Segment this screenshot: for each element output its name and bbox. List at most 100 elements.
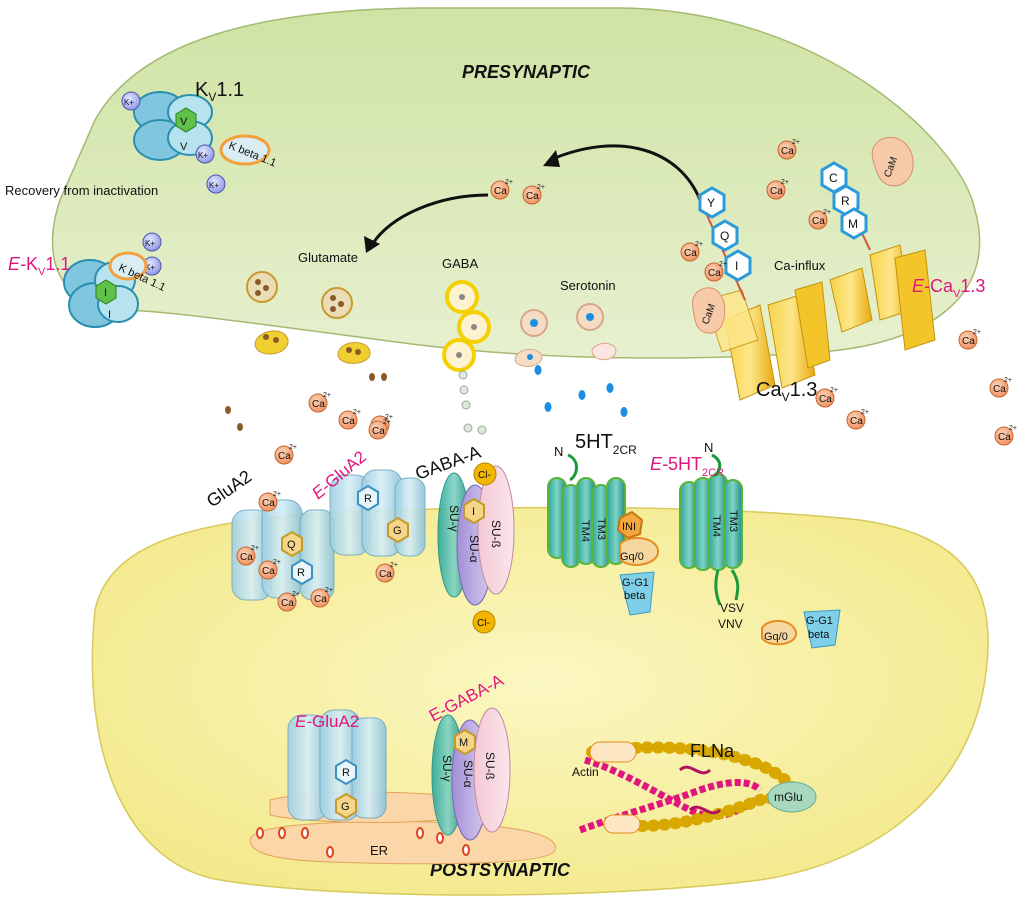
calmodulin-2: CaM: [692, 287, 726, 334]
cav13-channel: [704, 281, 831, 401]
svg-text:G-G1: G-G1: [806, 615, 833, 627]
svg-text:Ca: Ca: [526, 191, 539, 202]
e-ht2cr-tm3: TM3: [727, 510, 739, 532]
vsv-label: VSV: [720, 601, 744, 615]
svg-text:2+: 2+: [861, 409, 869, 416]
svg-text:G-G1: G-G1: [622, 577, 649, 589]
svg-text:R: R: [364, 493, 372, 505]
svg-text:Ca: Ca: [770, 186, 783, 197]
calcium-ion-20: Ca2+: [258, 559, 281, 580]
iq-hexagon-q: Q: [711, 219, 739, 252]
svg-text:Ca: Ca: [993, 384, 1006, 395]
e-glua2-post-site-g: G: [335, 792, 357, 820]
svg-text:2+: 2+: [695, 241, 703, 248]
calcium-ion-19: Ca2+: [236, 545, 259, 566]
chloride-ion-1: Cl-: [473, 462, 497, 486]
gaba-su-beta: SU-ß: [489, 520, 503, 548]
svg-text:Ca: Ca: [281, 598, 294, 609]
iq-hexagon-i: I: [724, 249, 752, 282]
e-kv11-residue-1: I: [104, 287, 107, 299]
kv11-residue-2: V: [180, 141, 188, 153]
cav13-label: CaV1.3: [756, 379, 817, 404]
k-ion-3: K+: [206, 174, 226, 194]
svg-text:Ca: Ca: [494, 186, 507, 197]
e-gaba-a-post-receptor: M SU-γ SU-α SU-ß: [431, 707, 511, 841]
e-gaba-su-alpha: SU-α: [461, 760, 475, 788]
er-label: ER: [370, 843, 388, 858]
ini-site: INI: [616, 510, 644, 540]
svg-text:2+: 2+: [323, 392, 331, 399]
svg-text:beta: beta: [808, 629, 830, 641]
e-kv11-label: E-KV1.1: [8, 254, 70, 278]
e-glua2-site-g: G: [387, 516, 409, 544]
glutamate-molecule-1: [369, 373, 375, 381]
e-glua2-post-site-r: R: [335, 758, 357, 786]
serotonin-molecule-5: [620, 407, 628, 417]
calcium-ion-2: Ca2+: [522, 184, 545, 205]
gaba-su-gamma: SU-γ: [447, 505, 461, 532]
svg-text:Ca: Ca: [819, 394, 832, 405]
svg-text:Ca: Ca: [262, 498, 275, 509]
calcium-ion-10: Ca2+: [994, 425, 1017, 446]
k-ion-2: K+: [195, 144, 215, 164]
svg-text:2+: 2+: [830, 387, 838, 394]
serotonin-label: Serotonin: [560, 278, 616, 293]
svg-text:K+: K+: [145, 239, 155, 248]
gaba-su-alpha: SU-α: [467, 535, 481, 563]
recovery-label: Recovery from inactivation: [5, 183, 158, 198]
svg-text:Gq/0: Gq/0: [620, 551, 644, 563]
e-glua2-receptor: R G: [329, 469, 426, 557]
gaba-molecule-1: [458, 370, 468, 380]
calcium-ion-18: Ca2+: [258, 491, 281, 512]
ht2cr-tm4: TM4: [579, 520, 591, 542]
presynaptic-label: PRESYNAPTIC: [462, 62, 591, 82]
calcium-ion-3: Ca2+: [777, 139, 800, 160]
serotonin-molecule-3: [578, 390, 586, 400]
e-cav13-label: E-CaV1.3: [912, 276, 985, 300]
actin-filaments: [578, 756, 763, 834]
svg-text:Q: Q: [287, 539, 296, 551]
gaba-molecule-5: [477, 425, 487, 435]
svg-text:Ca: Ca: [962, 336, 975, 347]
serotonin-molecule-2: [544, 402, 552, 412]
crm-hexagon-r: R: [832, 184, 860, 217]
svg-text:M: M: [848, 217, 858, 231]
svg-text:Cl-: Cl-: [478, 470, 491, 481]
e-cav13-channel: [829, 244, 936, 351]
kv11-residue-1: V: [180, 116, 188, 128]
calcium-ion-4: Ca2+: [766, 179, 789, 200]
calcium-ion-1: Ca2+: [490, 179, 513, 200]
svg-text:Ca: Ca: [812, 216, 825, 227]
gaba-molecule-2: [459, 385, 469, 395]
e-glua2-site-r: R: [357, 484, 379, 512]
serotonin-vesicle-2: [576, 303, 604, 331]
er-calcium-stores: [256, 827, 470, 858]
gq-protein-cleft: Gq/0: [619, 537, 659, 566]
svg-text:K+: K+: [198, 151, 208, 160]
calcium-ion-7: Ca2+: [704, 261, 727, 282]
serotonin-vesicle-1: [520, 309, 548, 337]
glua2-site-q: Q: [281, 530, 303, 558]
glutamate-label: Glutamate: [298, 250, 358, 265]
svg-text:2+: 2+: [289, 444, 297, 451]
svg-text:2+: 2+: [273, 491, 281, 498]
calcium-ion-5: Ca2+: [808, 209, 831, 230]
svg-text:R: R: [342, 767, 350, 779]
svg-text:Ca: Ca: [312, 399, 325, 410]
vnv-label: VNV: [718, 617, 743, 631]
e-gaba-a-site-m: M: [454, 728, 476, 756]
svg-text:K+: K+: [145, 263, 155, 272]
gaba-vesicle-2: [457, 310, 491, 344]
svg-text:M: M: [459, 737, 468, 749]
glutamate-molecule-4: [237, 423, 243, 431]
ca-feedback-arrow-1: [549, 144, 702, 201]
svg-text:Ca: Ca: [684, 248, 697, 259]
actin-label: Actin: [572, 765, 599, 779]
arrowhead-1: [543, 150, 560, 167]
svg-text:Y: Y: [707, 196, 715, 210]
calcium-ion-11: Ca2+: [846, 409, 869, 430]
e-gaba-su-gamma: SU-γ: [440, 755, 454, 782]
calcium-ion-9: Ca2+: [989, 377, 1012, 398]
